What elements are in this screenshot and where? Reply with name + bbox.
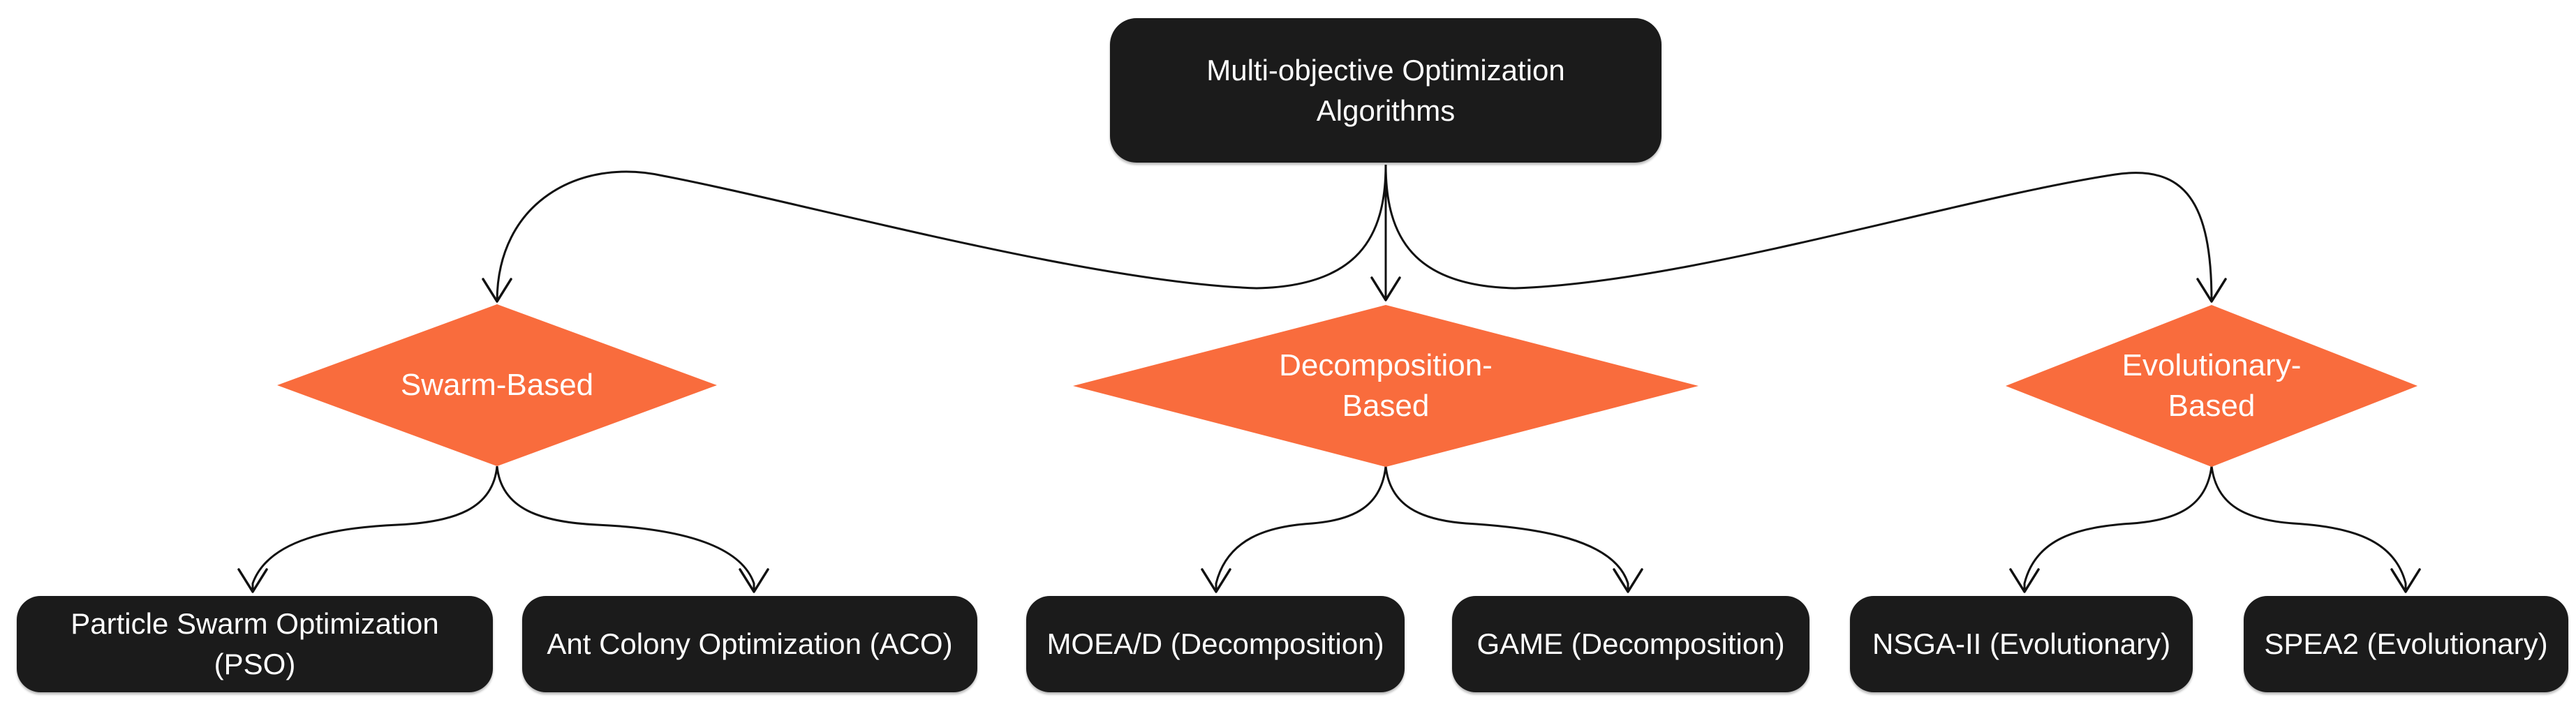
edge-swarm-to-pso [237,465,498,593]
node-game-decomposition: GAME (Decomposition) [1452,596,1809,692]
node-nsga-ii-evolutionary: NSGA-II (Evolutionary) [1850,596,2193,692]
edge-swarm-to-aco [496,465,769,593]
node-label-line: Ant Colony Optimization (ACO) [547,627,953,661]
node-label-line: NSGA-II (Evolutionary) [1872,627,2171,661]
edge-evolutionary-to-nsga2 [2009,465,2213,593]
diamond-label-line: Swarm-Based [400,367,594,402]
node-label-line: GAME (Decomposition) [1476,627,1785,661]
diamond-label-line: Evolutionary- [2122,348,2302,382]
diamond-label-line: Based [2168,389,2256,423]
diamond-label-line: Based [1342,389,1430,423]
diamond-label-line: Decomposition- [1279,348,1493,382]
node-label-line: (PSO) [214,648,296,680]
edge-root-to-swarm-based [482,164,1387,303]
node-particle-swarm-optimization-pso: Particle Swarm Optimization (PSO) [17,596,493,692]
node-spea2-evolutionary: SPEA2 (Evolutionary) [2244,596,2568,692]
node-label-line: MOEA/D (Decomposition) [1046,627,1384,661]
node-moead-decomposition: MOEA/D (Decomposition) [1026,596,1405,692]
edge-root-to-evolutionary-based [1384,164,2227,303]
edge-decomposition-to-moead [1201,465,1387,593]
edge-decomposition-to-game [1384,465,1643,593]
node-label-line: Multi-objective Optimization [1206,53,1565,87]
node-root-multi-objective-optimization-algorithms: Multi-objective Optimization Algorithms [1110,18,1661,163]
node-label-line: Algorithms [1316,94,1456,127]
node-label-line: SPEA2 (Evolutionary) [2264,627,2548,661]
node-ant-colony-optimization-aco: Ant Colony Optimization (ACO) [522,596,977,692]
node-label-line: Particle Swarm Optimization [71,607,439,641]
edge-evolutionary-to-spea2 [2210,465,2421,593]
